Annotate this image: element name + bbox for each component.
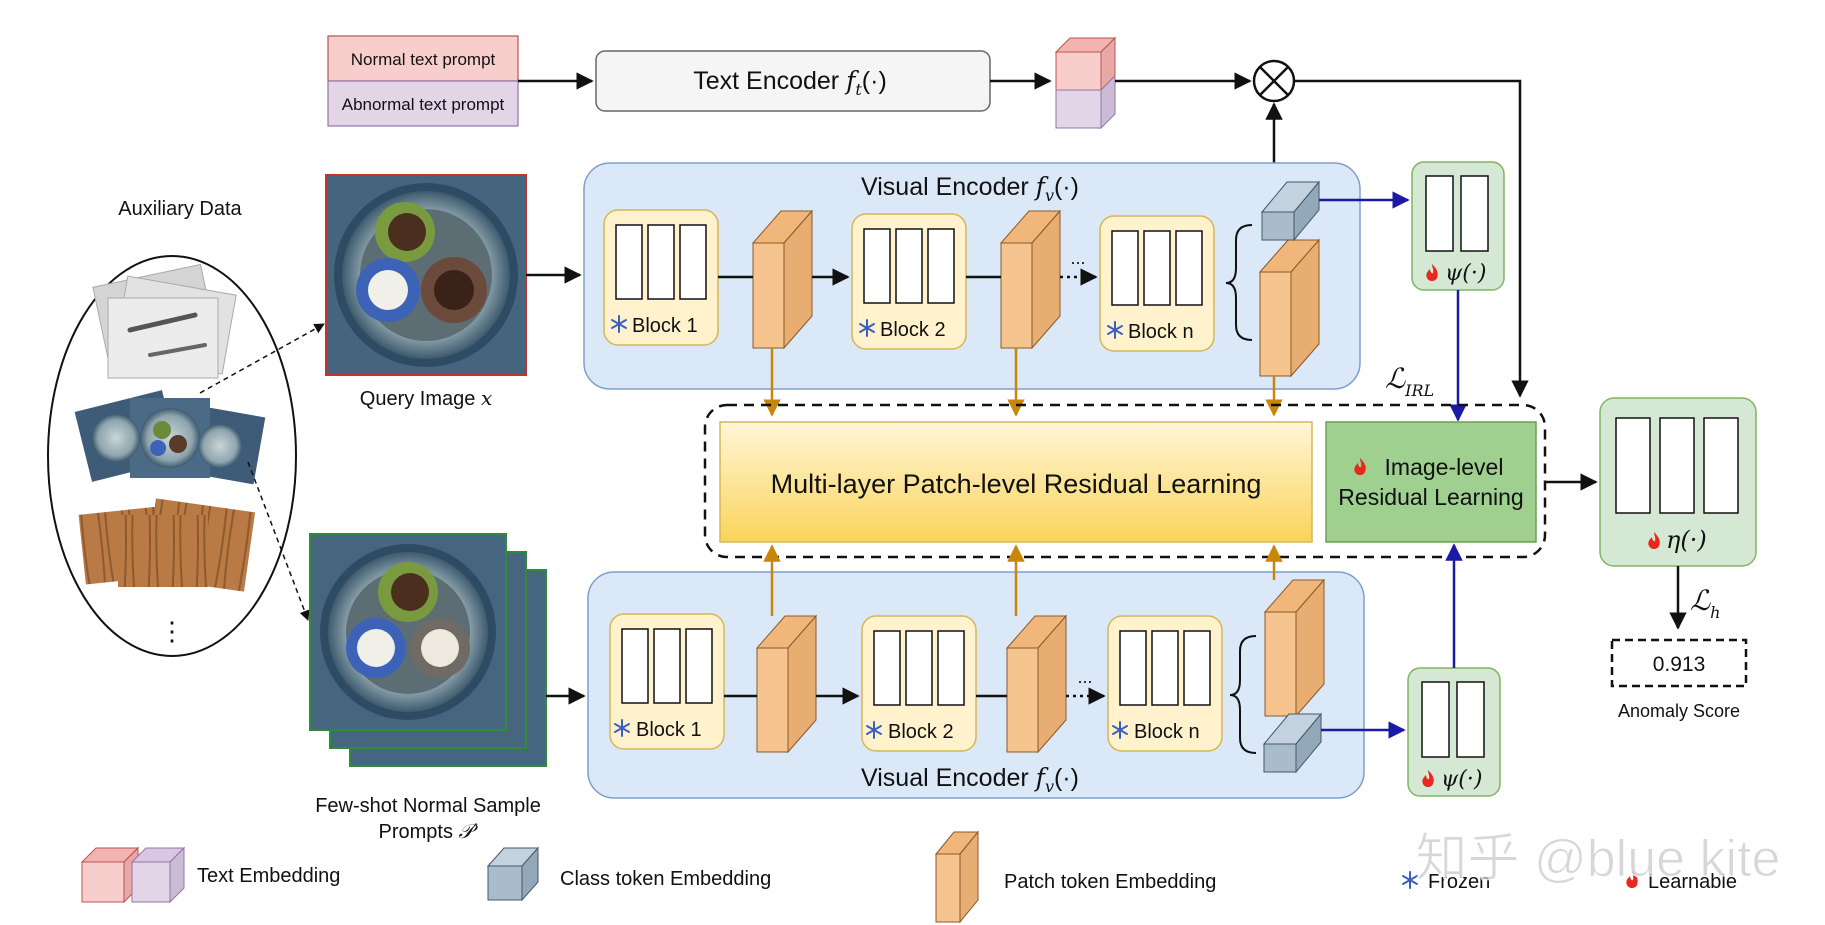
top-block-1-label: Block 1: [632, 315, 698, 337]
combine-to-residual-arrow: [1294, 79, 1529, 398]
top-psi-label: ψ(·): [1445, 261, 1486, 286]
query-image-label: Query Image x: [360, 386, 492, 410]
bottom-block-n-label: Block n: [1134, 721, 1200, 743]
top-patch-token-n: [1258, 238, 1321, 378]
text-encoder-label: Text Encoder ft(·): [693, 66, 887, 99]
legend-learnable: Learnable: [1648, 871, 1737, 893]
legend-text-embedding: Text Embedding: [197, 865, 340, 887]
bottom-block-1: Block 1: [609, 613, 725, 750]
visual-encoder-top-label: Visual Encoder fv(·): [861, 172, 1079, 205]
bottom-patch-token-n: [1263, 578, 1326, 718]
top-block-2-label: Block 2: [880, 319, 946, 341]
legend-frozen: Frozen: [1428, 871, 1490, 893]
aux-to-query-arrow: [199, 323, 325, 394]
top-block-n: Block n: [1099, 215, 1215, 352]
bottom-patch-token-1: [755, 614, 818, 754]
bottom-block-2-label: Block 2: [888, 721, 954, 743]
eta-label: η(·): [1666, 526, 1707, 554]
bottom-block-1-label: Block 1: [636, 719, 702, 741]
fewshot-label-line2: Prompts 𝒫′: [379, 819, 479, 843]
legend-class-token: Class token Embedding: [560, 868, 771, 890]
top-ellipsis: ...: [1070, 248, 1085, 268]
top-block-2: Block 2: [851, 213, 967, 350]
auxiliary-wood-images: [78, 498, 256, 592]
legend-text-embedding-icon: [80, 846, 186, 904]
abnormal-text-prompt: Abnormal text prompt: [342, 95, 505, 114]
loss-h-label: ℒh: [1690, 584, 1720, 622]
legend-patch-token-icon: [934, 830, 980, 924]
auxiliary-cable-images: [74, 390, 266, 485]
top-class-token: [1260, 180, 1321, 242]
patch-residual-learning: Multi-layer Patch-level Residual Learnin…: [719, 421, 1313, 543]
bottom-psi-box: ψ(·): [1407, 667, 1501, 797]
text-prompts: Normal text prompt Abnormal text prompt: [327, 35, 519, 127]
legend: Text Embedding Class token Embedding Pat…: [80, 830, 1737, 924]
bottom-psi-label: ψ(·): [1441, 767, 1482, 792]
fewshot-label-line1: Few-shot Normal Sample: [315, 795, 541, 817]
patch-residual-label: Multi-layer Patch-level Residual Learnin…: [771, 469, 1262, 499]
bottom-brace: [1229, 635, 1257, 754]
bottom-block-n: Block n: [1107, 615, 1223, 752]
bottom-class-token: [1262, 712, 1323, 774]
anomaly-score-value: 0.913: [1653, 653, 1706, 676]
visual-encoder-bottom-label: Visual Encoder fv(·): [861, 763, 1079, 796]
auxiliary-more-ellipsis: ⋮: [159, 616, 185, 646]
image-residual-learning: Image-level Residual Learning: [1325, 421, 1537, 543]
top-psi-box: ψ(·): [1411, 161, 1505, 291]
abnormal-text-prompt-box: [327, 80, 519, 127]
auxiliary-screws-images: [92, 263, 237, 379]
bottom-ellipsis: ...: [1077, 667, 1092, 687]
text-embedding-cube: [1054, 36, 1117, 130]
top-brace: [1225, 224, 1253, 341]
aux-to-fewshot-arrow: [247, 461, 310, 621]
auxiliary-data-title: Auxiliary Data: [118, 198, 242, 220]
image-residual-label-line1: Image-level: [1385, 454, 1504, 480]
legend-class-token-icon: [486, 846, 540, 902]
watermark: 知乎 @blue kite: [1416, 830, 1781, 888]
anomaly-score-label: Anomaly Score: [1618, 701, 1740, 721]
eta-box: η(·): [1599, 397, 1757, 567]
loss-irl-label: ℒIRL: [1385, 362, 1434, 400]
normal-text-prompt-box: [327, 35, 519, 82]
fewshot-images: [309, 533, 547, 767]
top-block-1: Block 1: [603, 209, 719, 346]
circled-times-icon: [1252, 59, 1296, 103]
top-patch-token-2: [999, 209, 1062, 350]
legend-patch-token: Patch token Embedding: [1004, 871, 1216, 893]
top-patch-token-1: [751, 209, 814, 350]
bottom-patch-token-2: [1005, 614, 1068, 754]
normal-text-prompt: Normal text prompt: [351, 50, 496, 69]
bottom-block-2: Block 2: [861, 615, 977, 752]
text-encoder: Text Encoder ft(·): [595, 50, 991, 112]
image-residual-label-line2: Residual Learning: [1338, 484, 1523, 510]
query-image: [325, 174, 527, 376]
top-block-n-label: Block n: [1128, 321, 1194, 343]
anomaly-score-box: [1610, 638, 1748, 688]
